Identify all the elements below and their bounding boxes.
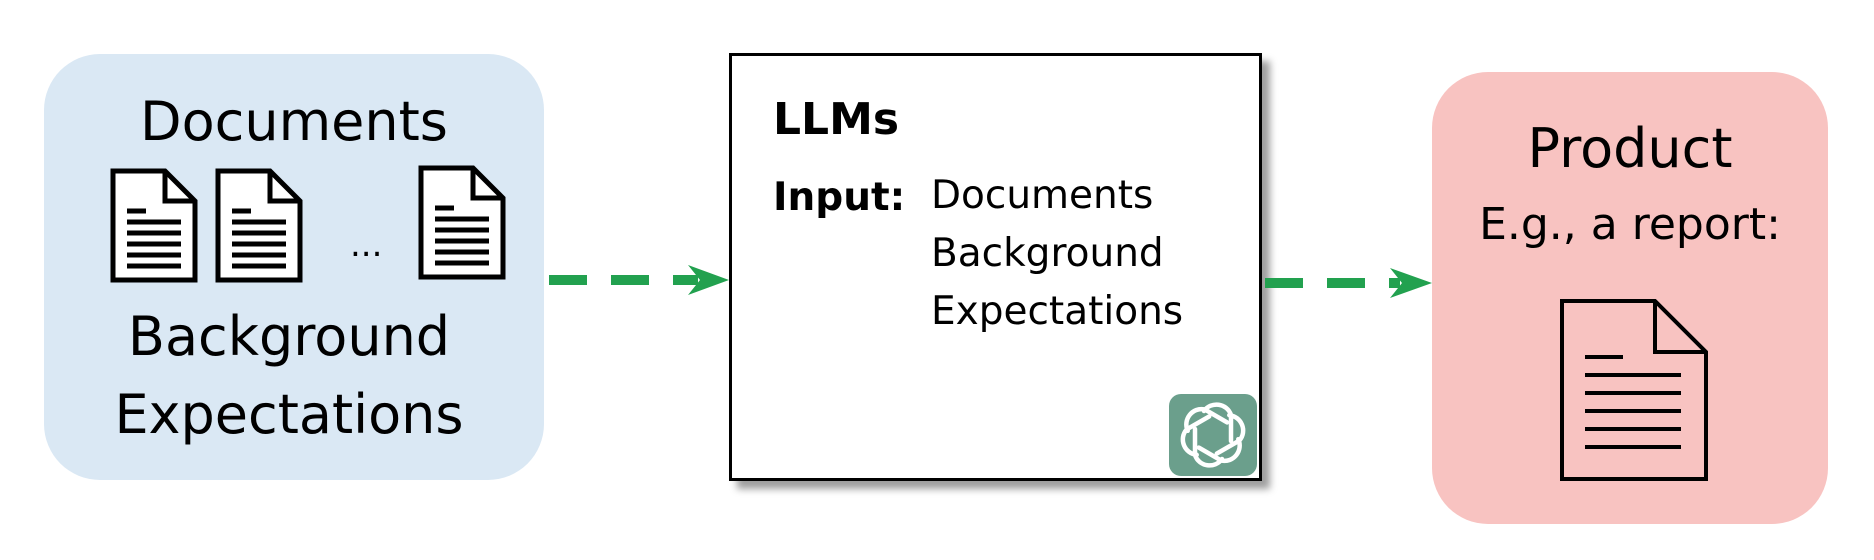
background-label: Background <box>127 305 451 368</box>
document-icon <box>215 168 303 283</box>
product-title: Product <box>1527 117 1733 180</box>
input-item-documents: Documents <box>931 173 1154 218</box>
document-icon <box>110 168 198 283</box>
arrow-input-to-llm <box>549 265 729 295</box>
product-subtitle: E.g., a report: <box>1479 199 1781 250</box>
arrow-llm-to-product <box>1265 268 1432 298</box>
input-label: Input: <box>773 175 906 220</box>
llm-title: LLMs <box>773 94 900 145</box>
input-item-background: Background <box>931 231 1164 276</box>
openai-logo-icon <box>1180 402 1246 468</box>
documents-title: Documents <box>140 90 448 153</box>
input-item-expectations: Expectations <box>931 289 1184 334</box>
ellipsis: ... <box>350 225 383 265</box>
document-icon <box>418 165 506 280</box>
openai-badge <box>1169 394 1257 476</box>
report-document-icon <box>1560 299 1708 481</box>
expectations-label: Expectations <box>114 383 464 446</box>
